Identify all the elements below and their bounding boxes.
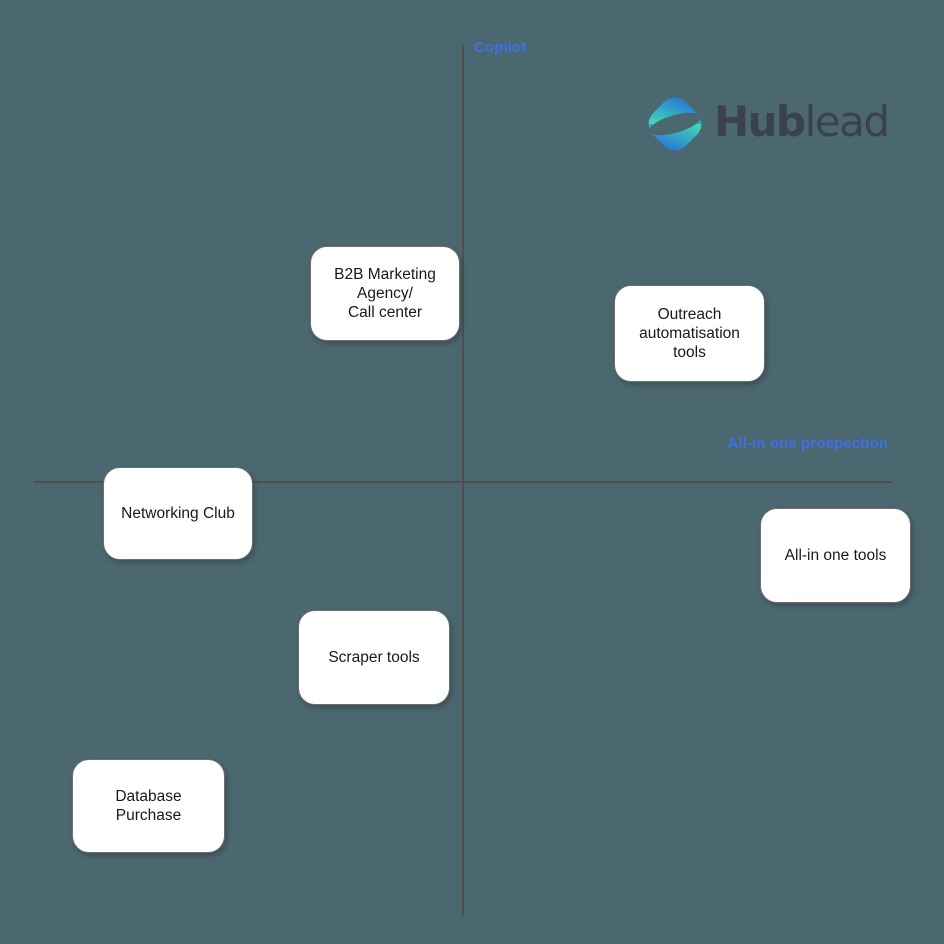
horizontal-axis-label: All-in one prospection bbox=[727, 435, 888, 452]
quadrant-card-networking-club[interactable]: Networking Club bbox=[103, 467, 253, 560]
quadrant-card-outreach-automatisation-tools[interactable]: Outreach automatisation tools bbox=[614, 285, 765, 382]
hublead-logo: Hublead bbox=[641, 90, 890, 158]
card-label-line: Outreach bbox=[657, 306, 722, 323]
card-label-line: Purchase bbox=[115, 807, 182, 824]
horizontal-axis-line bbox=[34, 481, 893, 483]
card-label-line: automatisation bbox=[639, 325, 740, 342]
card-label-line: All-in one tools bbox=[784, 547, 887, 564]
hublead-wordmark: Hublead bbox=[714, 101, 890, 147]
card-label-line: Call center bbox=[347, 304, 423, 321]
card-label-line: Database bbox=[115, 788, 182, 805]
quadrant-card-scraper-tools[interactable]: Scraper tools bbox=[298, 610, 450, 705]
card-label-line: Scraper tools bbox=[328, 649, 420, 666]
card-label-line: B2B Marketing bbox=[334, 266, 436, 283]
card-label-line: Networking Club bbox=[121, 505, 235, 522]
hublead-logo-icon bbox=[642, 91, 708, 157]
vertical-axis-line bbox=[462, 45, 464, 916]
vertical-axis-label: Copilot bbox=[474, 39, 527, 56]
card-label-line: Agency/ bbox=[356, 285, 413, 302]
hublead-wordmark-light: lead bbox=[804, 97, 890, 146]
hublead-wordmark-bold: Hub bbox=[714, 97, 806, 146]
quadrant-card-all-in-one-tools[interactable]: All-in one tools bbox=[760, 508, 911, 603]
card-label-line: tools bbox=[673, 344, 706, 361]
